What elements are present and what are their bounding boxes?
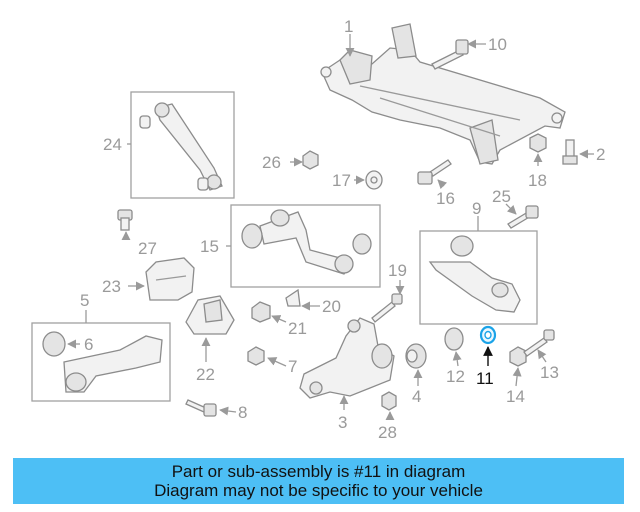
label-24: 24 [103, 135, 122, 154]
label-3: 3 [338, 413, 347, 432]
label-20: 20 [322, 297, 341, 316]
label-8: 8 [238, 403, 247, 422]
bolt-16 [417, 159, 452, 185]
label-4: 4 [412, 387, 421, 406]
trailing-arm-5 [42, 331, 163, 393]
nut-21 [251, 301, 271, 323]
lower-arm-9 [428, 235, 521, 313]
label-21: 21 [288, 319, 307, 338]
label-12: 12 [446, 367, 465, 386]
bolt-25 [507, 205, 539, 229]
bolt-10 [431, 39, 469, 70]
bolt-8 [185, 399, 217, 417]
label-5: 5 [80, 291, 89, 310]
label-25: 25 [492, 187, 511, 206]
bolt-27 [117, 209, 133, 231]
lateral-link-24 [139, 102, 223, 191]
nut-26 [302, 150, 319, 170]
knuckle-3 [299, 317, 395, 399]
box-5 [31, 322, 171, 402]
label-7: 7 [288, 357, 297, 376]
label-28: 28 [378, 423, 397, 442]
label-18: 18 [528, 171, 547, 190]
label-22: 22 [196, 365, 215, 384]
nut-14 [509, 346, 527, 367]
label-14: 14 [506, 387, 525, 406]
label-6: 6 [84, 335, 93, 354]
label-1: 1 [344, 17, 353, 36]
label-17: 17 [332, 171, 351, 190]
nut-28 [381, 391, 397, 411]
bushing-12 [444, 327, 464, 351]
label-11: 11 [476, 369, 494, 388]
bolt-2 [562, 139, 578, 165]
subframe-crossmember [320, 23, 566, 165]
caption-line-2: Diagram may not be specific to your vehi… [154, 481, 483, 500]
label-15: 15 [200, 237, 219, 256]
nut-7 [247, 346, 265, 366]
label-13: 13 [540, 363, 559, 382]
mount-22 [185, 295, 235, 335]
bolt-19 [371, 293, 403, 323]
label-10: 10 [488, 35, 507, 54]
label-23: 23 [102, 277, 121, 296]
bushing-23 [145, 257, 195, 301]
label-27: 27 [138, 239, 157, 258]
leader-lines [67, 34, 594, 421]
nut-18 [529, 133, 547, 153]
washer-17 [365, 170, 383, 190]
label-19: 19 [388, 261, 407, 280]
label-16: 16 [436, 189, 455, 208]
part-labels: 1 10 2 24 26 17 16 18 25 9 15 27 23 19 2… [80, 17, 605, 442]
label-9: 9 [472, 199, 481, 218]
washer-11 [479, 325, 497, 345]
caption-banner: Part or sub-assembly is #11 in diagram D… [13, 458, 624, 504]
label-26: 26 [262, 153, 281, 172]
bolt-13 [523, 329, 555, 357]
box-24 [130, 91, 235, 199]
upper-arm-15 [241, 209, 372, 275]
bushing-4 [405, 343, 427, 369]
caption-line-1: Part or sub-assembly is #11 in diagram [171, 462, 466, 481]
bracket-20 [285, 288, 301, 307]
label-2: 2 [596, 145, 605, 164]
parts-diagram: 1 10 2 24 26 17 16 18 25 9 15 27 23 19 2… [31, 17, 605, 442]
